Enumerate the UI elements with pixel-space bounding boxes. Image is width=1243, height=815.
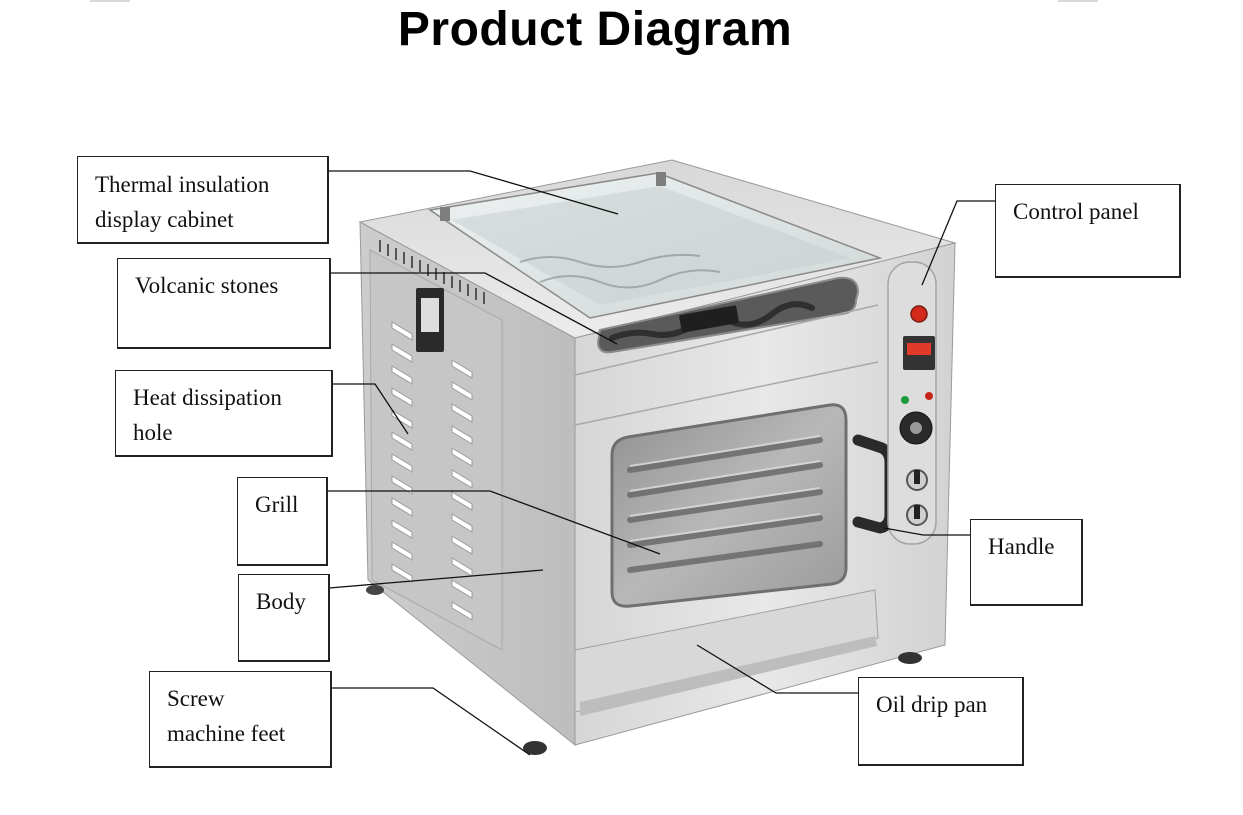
corner-mark-left [90,0,130,2]
top-vent-slots [379,240,485,304]
red-indicator [925,392,933,400]
label-oil-drip-pan: Oil drip pan [858,677,1024,766]
leader-grill [326,490,661,555]
label-thermal-insulation: Thermal insulation display cabinet [77,156,329,244]
heat-dissipation-slots [391,321,473,621]
label-grill: Grill [237,477,328,566]
label-heat-dissipation: Heat dissipation hole [115,370,333,457]
leader-control-panel [921,200,995,286]
front-left-foot [523,741,547,755]
leader-heat-dissipation [333,383,409,435]
green-indicator [901,396,909,404]
leader-volcanic-stones [330,272,618,345]
leader-handle [883,527,971,536]
leader-screw-feet [330,687,531,756]
corner-mark-right [1058,0,1098,2]
leader-oil-drip-pan [696,644,859,694]
leader-lines [326,170,995,756]
power-indicator [910,305,928,323]
label-control-panel: Control panel [995,184,1181,278]
back-left-foot [366,585,384,595]
label-screw-feet: Screw machine feet [149,671,332,768]
grill-rollers [627,437,823,573]
label-volcanic-stones: Volcanic stones [117,258,331,349]
leader-thermal-insulation [328,170,619,215]
leader-body [328,569,544,589]
volcanic-stone-window [596,276,860,354]
cabinet-hinge-right [656,172,666,186]
control-panel-strip [887,261,937,545]
front-right-foot [898,652,922,664]
oven-side-panel [359,221,576,747]
label-handle: Handle [970,519,1083,606]
label-body: Body [238,574,330,662]
cabinet-hinge-left [440,207,450,221]
glass-display-cabinet [428,172,883,319]
oven-window [610,403,848,608]
page-title: Product Diagram [397,3,793,56]
oil-drip-pan [574,589,879,716]
